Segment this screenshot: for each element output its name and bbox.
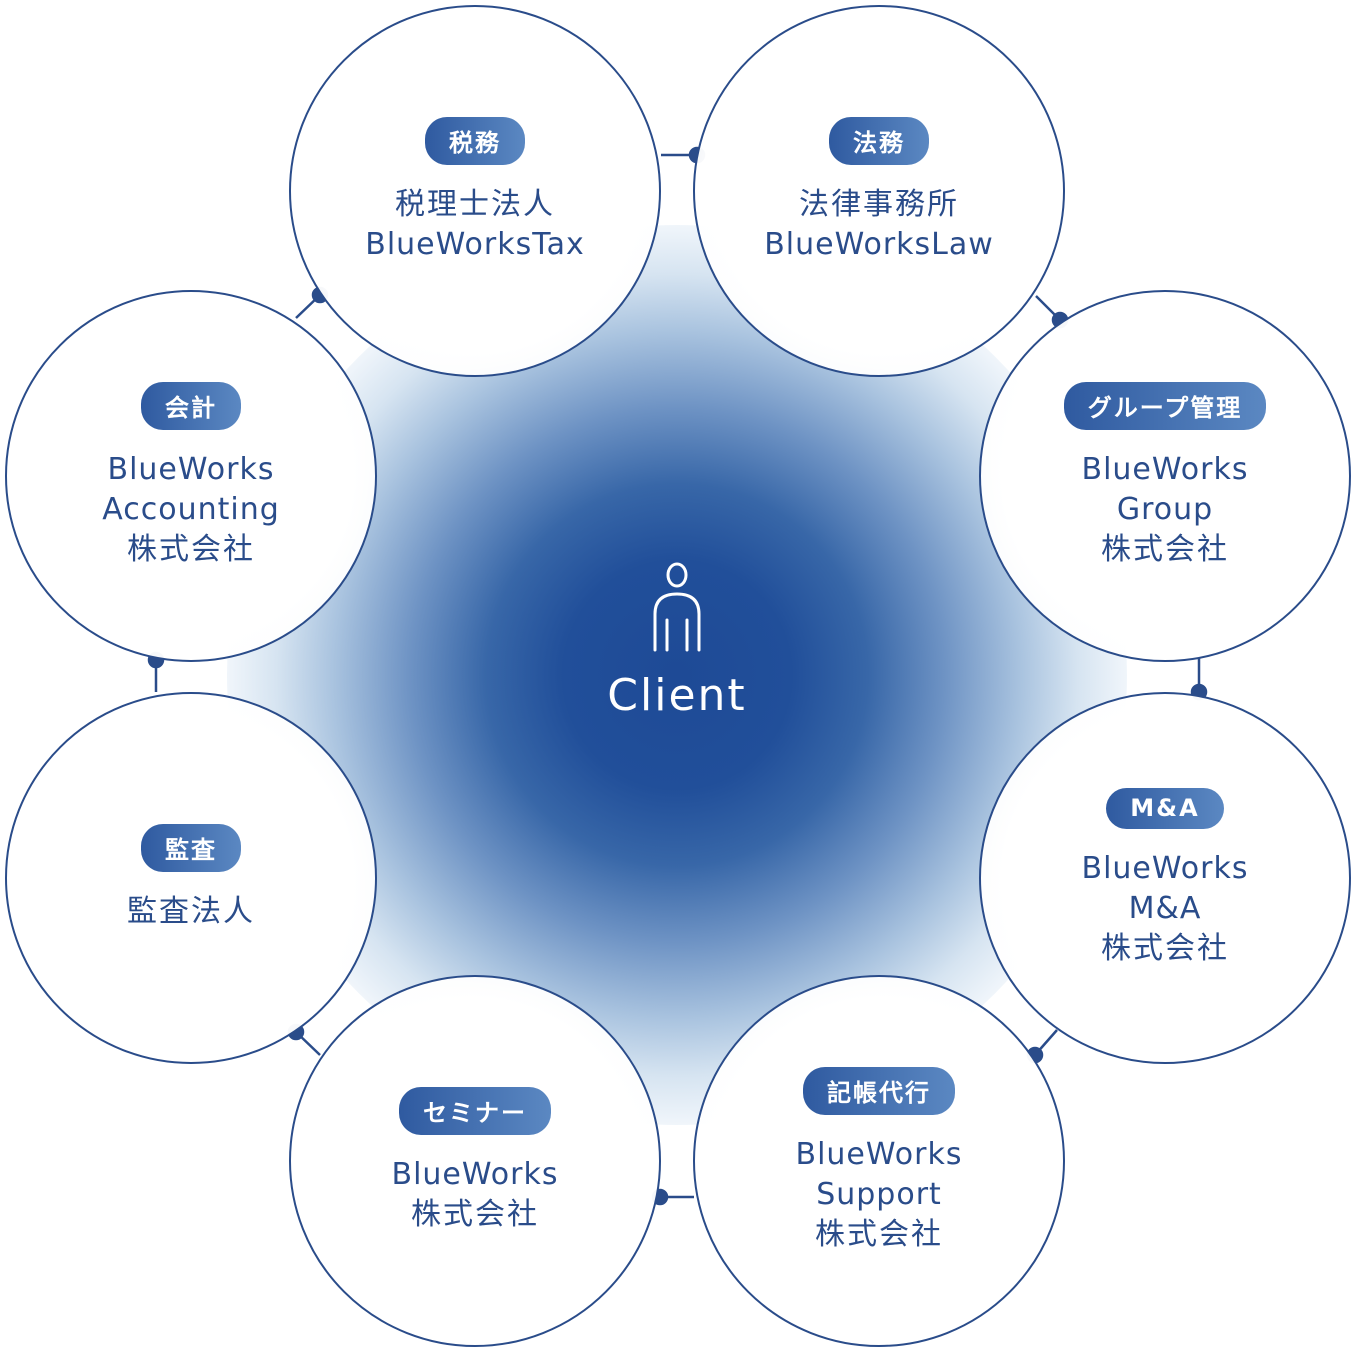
- badge-group: グループ管理: [1063, 382, 1267, 430]
- node-group: グループ管理 BlueWorks Group 株式会社: [979, 290, 1351, 662]
- node-law: 法務 法律事務所 BlueWorksLaw: [693, 5, 1065, 377]
- node-group-line-1: BlueWorks: [1081, 452, 1249, 487]
- node-accounting-line-1: BlueWorks: [107, 452, 275, 487]
- node-group-line-3: 株式会社: [1101, 532, 1229, 567]
- node-audit: 監査 監査法人: [5, 692, 377, 1064]
- node-group-line-2: Group: [1116, 492, 1214, 527]
- node-ma-line-3: 株式会社: [1101, 930, 1229, 966]
- node-ma-line-2: M&A: [1128, 890, 1202, 926]
- node-law-line-2: BlueWorksLaw: [764, 227, 994, 262]
- client-label: Client: [607, 670, 747, 721]
- node-support: 記帳代行 BlueWorks Support 株式会社: [693, 975, 1065, 1347]
- node-ma: M&A BlueWorks M&A 株式会社: [979, 692, 1351, 1064]
- node-accounting-line-3: 株式会社: [127, 532, 255, 567]
- node-tax-line-1: 税理士法人: [395, 187, 555, 222]
- node-tax-line-2: BlueWorksTax: [365, 227, 585, 262]
- badge-seminar: セミナー: [399, 1087, 551, 1135]
- node-ma-line-1: BlueWorks: [1081, 850, 1249, 886]
- badge-audit: 監査: [141, 824, 241, 872]
- node-seminar-line-2: 株式会社: [411, 1197, 539, 1232]
- node-support-line-2: Support: [816, 1177, 942, 1212]
- badge-tax: 税務: [425, 117, 525, 165]
- node-audit-line-1: 監査法人: [127, 894, 255, 929]
- node-law-line-1: 法律事務所: [799, 187, 959, 222]
- node-accounting-line-2: Accounting: [102, 492, 280, 527]
- badge-accounting: 会計: [141, 382, 241, 430]
- node-accounting: 会計 BlueWorks Accounting 株式会社: [5, 290, 377, 662]
- client-center: Client: [527, 560, 827, 760]
- badge-support: 記帳代行: [803, 1067, 955, 1115]
- badge-law: 法務: [829, 117, 929, 165]
- node-tax: 税務 税理士法人 BlueWorksTax: [289, 5, 661, 377]
- node-support-line-3: 株式会社: [815, 1217, 943, 1252]
- center-glow: [227, 225, 1127, 1125]
- node-seminar-line-1: BlueWorks: [391, 1157, 559, 1192]
- person-icon: [653, 562, 701, 652]
- badge-ma: M&A: [1106, 787, 1224, 829]
- node-seminar: セミナー BlueWorks 株式会社: [289, 975, 661, 1347]
- node-support-line-1: BlueWorks: [795, 1137, 963, 1172]
